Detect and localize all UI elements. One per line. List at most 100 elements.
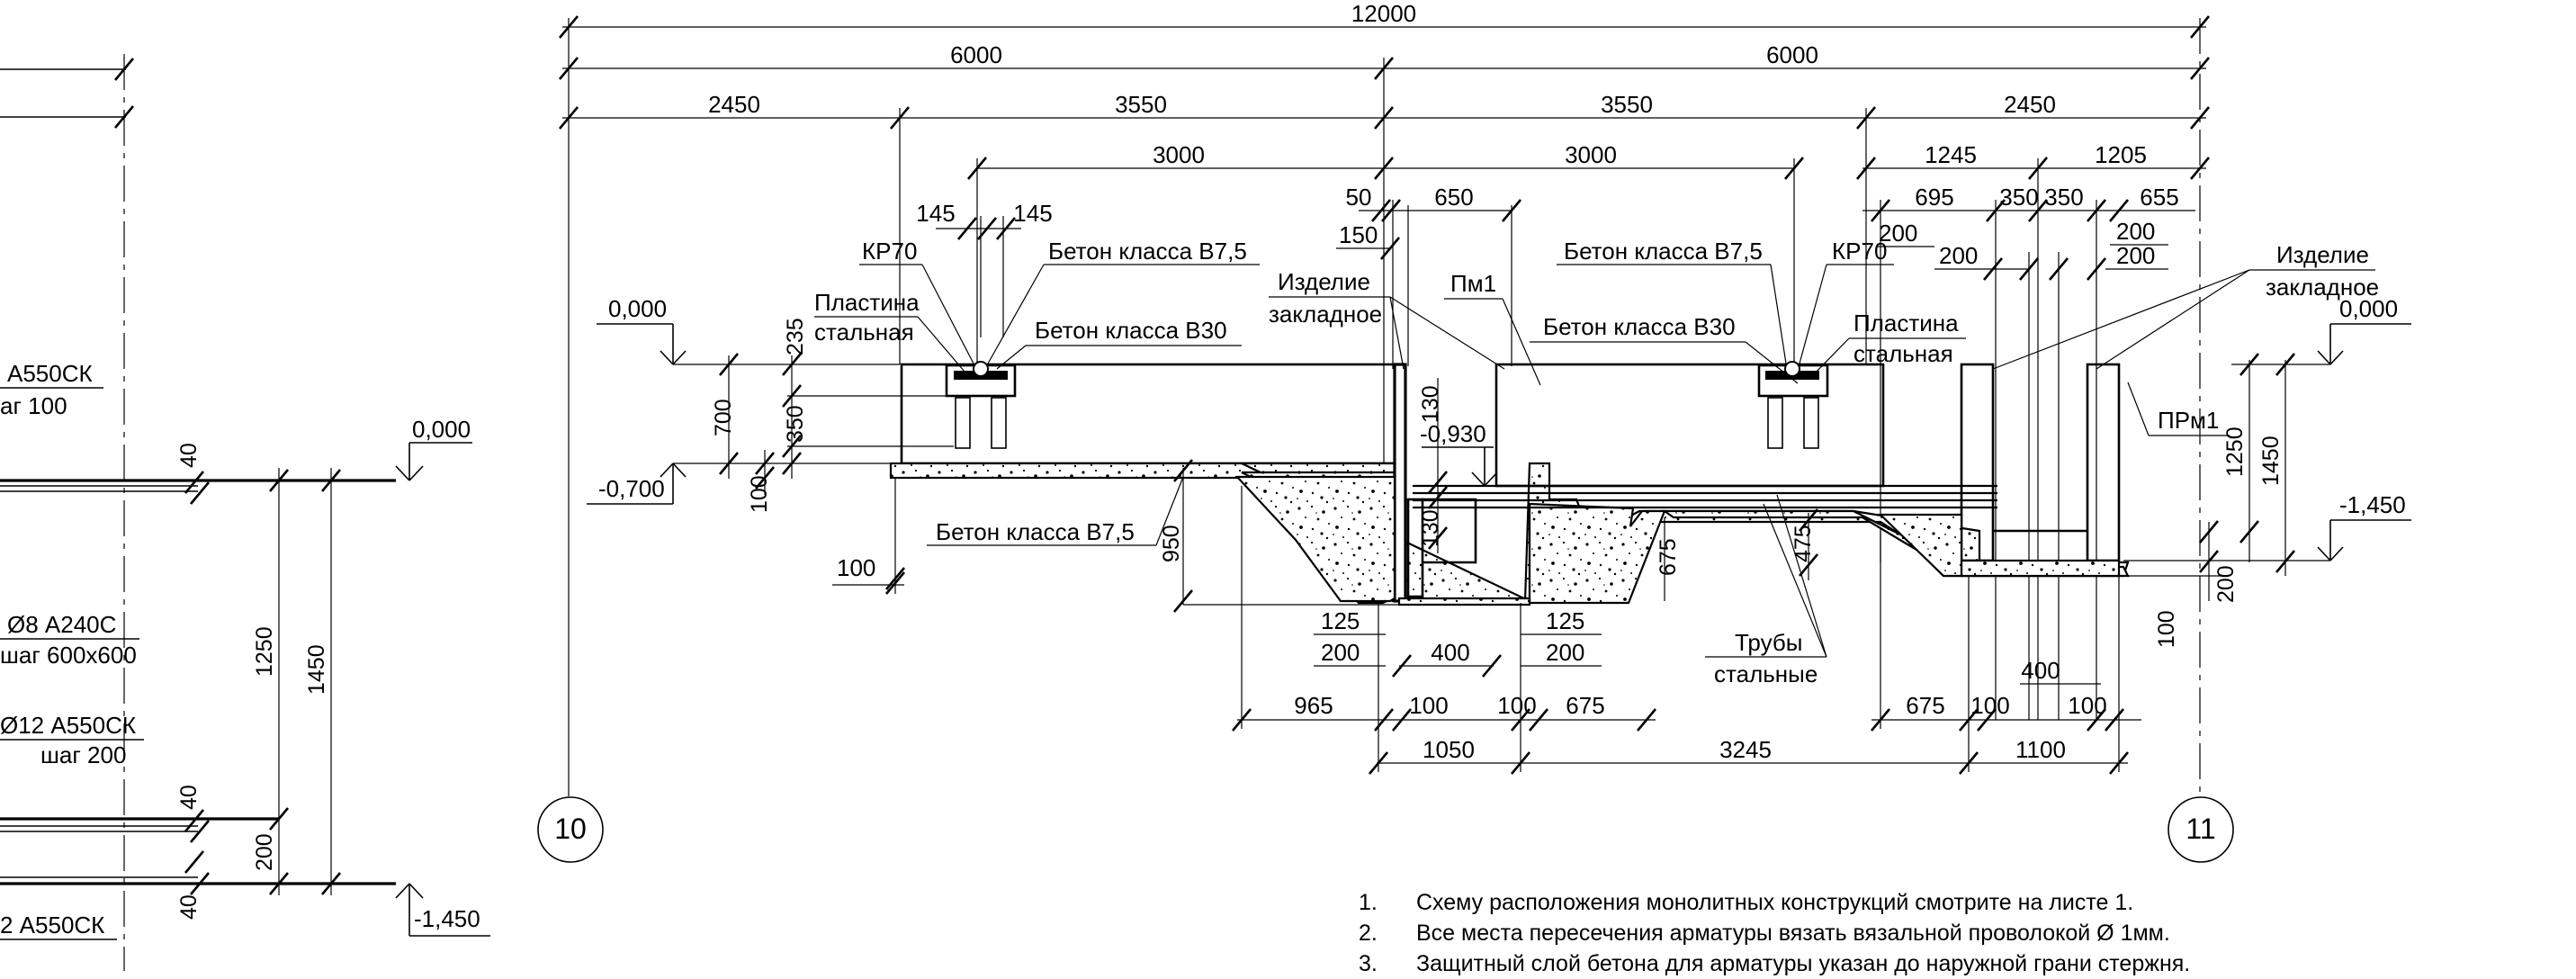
axis-10-bubble — [537, 796, 604, 863]
label-kr70-left: КР70 — [862, 238, 917, 265]
axis-11-label: 11 — [2186, 813, 2215, 845]
dim-655: 655 — [2140, 184, 2178, 211]
label-b30-right: Бетон класса В30 — [1543, 313, 1736, 340]
left-dim-200: 200 — [252, 833, 277, 871]
dim-675-left: 675 — [1566, 692, 1604, 719]
note-1-text: Схему расположения монолитных конструкци… — [1416, 890, 2134, 915]
label-embed-left-2: закладное — [1269, 301, 1382, 328]
label-b75-mid-left: Бетон класса В7,5 — [936, 518, 1135, 545]
dim-400-left: 400 — [1431, 639, 1469, 666]
left-level-top: 0,000 — [412, 416, 471, 443]
left-rebar2-line2: шаг 600х600 — [0, 642, 137, 669]
label-pm1: Пм1 — [1450, 270, 1496, 297]
upper-detail-dims: 145 145 50 650 150 695 350 350 655 200 — [916, 184, 2195, 720]
level-minus-1450-right: -1,450 — [2339, 491, 2406, 518]
axes: 10 11 — [537, 18, 2234, 863]
dim-2450-right: 2450 — [2004, 91, 2056, 118]
left-dim-40-mid: 40 — [176, 785, 202, 810]
label-prm1: ПРм1 — [2158, 407, 2219, 434]
dim-1050: 1050 — [1423, 736, 1475, 763]
dim-200-right: 200 — [2213, 565, 2239, 603]
dim-3000-left: 3000 — [1153, 141, 1205, 168]
dim-200-a: 200 — [1879, 220, 1917, 247]
bottom-dims: 125 200 400 125 200 965 100 100 675 675 … — [1232, 486, 2141, 775]
dim-100-c: 100 — [1970, 692, 2009, 719]
dim-145-right: 145 — [1013, 200, 1052, 227]
note-2-number: 2. — [1359, 921, 1378, 946]
dim-350: 350 — [783, 405, 808, 443]
level-0000-left: 0,000 — [608, 295, 667, 322]
dim-675-right: 675 — [1906, 692, 1944, 719]
axis-10-label: 10 — [554, 813, 587, 845]
dim-200-d: 200 — [2116, 242, 2155, 269]
level-marks: 0,000 -0,700 -0,930 0,000 -1,450 — [587, 295, 2411, 561]
dim-400-right: 400 — [2021, 657, 2060, 684]
dim-100-right: 100 — [2154, 610, 2179, 648]
dim-100-left: 100 — [837, 554, 875, 581]
note-3: 3. Защитный слой бетона для арматуры ука… — [1359, 948, 2528, 979]
dim-1245: 1245 — [1925, 141, 1977, 168]
left-dim-40-top: 40 — [176, 443, 202, 468]
label-b30-left: Бетон класса В30 — [1035, 317, 1227, 344]
dim-950: 950 — [1159, 525, 1184, 562]
axis-11-bubble — [2168, 796, 2234, 863]
dim-235: 235 — [783, 318, 808, 355]
dim-965: 965 — [1294, 692, 1333, 719]
dim-12000: 12000 — [1351, 0, 1416, 27]
dim-100-b: 100 — [1497, 692, 1536, 719]
dim-150: 150 — [1339, 221, 1378, 248]
dim-1100: 1100 — [2015, 736, 2066, 763]
note-2-text: Все места пересечения арматуры вязать вя… — [1416, 921, 2170, 946]
label-pipes-1: Трубы — [1735, 629, 1802, 656]
level-minus-0700: -0,700 — [598, 475, 665, 502]
dim-100-d: 100 — [2068, 692, 2106, 719]
level-0000-right: 0,000 — [2339, 295, 2398, 322]
dim-475: 475 — [1791, 525, 1816, 562]
dim-650: 650 — [1434, 184, 1473, 211]
dim-200-b: 200 — [1939, 242, 1978, 269]
dim-6000-right: 6000 — [1766, 41, 1818, 68]
top-dimension-chains: 12000 6000 6000 2450 3550 3550 2450 3000… — [559, 0, 2210, 720]
note-2: 2. Все места пересечения арматуры вязать… — [1359, 918, 2528, 948]
label-plate-right-2: стальная — [1853, 340, 1953, 367]
dim-125-left: 125 — [1321, 607, 1360, 634]
dim-675-vert: 675 — [1656, 538, 1681, 576]
label-embed-left-1: Изделие — [1278, 268, 1370, 295]
dim-1450-right: 1450 — [2258, 436, 2284, 486]
note-1: 1. Схему расположения монолитных констру… — [1359, 887, 2528, 918]
side-dims: 235 350 700 100 100 950 130 130 675 475 — [711, 318, 2295, 648]
left-dim-1250: 1250 — [252, 626, 277, 677]
left-dim-40-bot: 40 — [176, 894, 202, 920]
dim-100-a: 100 — [1409, 692, 1448, 719]
dim-695: 695 — [1915, 184, 1953, 211]
left-rebar1-line2: аг 100 — [0, 392, 67, 419]
dim-350-right: 350 — [2044, 184, 2083, 211]
dim-700: 700 — [711, 399, 736, 436]
label-plate-left-2: стальная — [814, 319, 914, 346]
label-b75-top-left: Бетон класса В7,5 — [1048, 238, 1247, 265]
dim-350-left: 350 — [1999, 184, 2038, 211]
dim-200-right-low: 200 — [1546, 639, 1584, 666]
dim-125-right: 125 — [1546, 607, 1584, 634]
note-3-text: Защитный слой бетона для арматуры указан… — [1416, 951, 2191, 976]
left-rebar1-line1: А550СК — [7, 360, 93, 387]
section-structure — [889, 361, 2130, 606]
note-3-number: 3. — [1359, 951, 1378, 976]
dim-130-bot: 130 — [1418, 509, 1443, 547]
left-level-bottom: -1,450 — [414, 905, 480, 932]
dim-3550-left: 3550 — [1115, 91, 1167, 118]
left-rebar3-line1: Ø12 А550СК — [0, 712, 136, 739]
label-kr70-right: КР70 — [1832, 238, 1887, 265]
left-detail: А550СК аг 100 40 0,000 Ø8 А240С шаг 600х… — [0, 54, 490, 971]
label-embed-right-1: Изделие — [2276, 241, 2369, 268]
label-b75-top-right: Бетон класса В7,5 — [1564, 238, 1763, 265]
label-embed-right-2: закладное — [2266, 274, 2379, 301]
dim-3550-right: 3550 — [1601, 91, 1653, 118]
dim-3000-right: 3000 — [1565, 141, 1617, 168]
level-minus-0930: -0,930 — [1420, 420, 1486, 447]
dim-130-top: 130 — [1418, 385, 1443, 423]
dim-2450-left: 2450 — [708, 91, 760, 118]
left-rebar4: 2 А550СК — [0, 912, 104, 939]
label-pipes-2: стальные — [1714, 660, 1818, 687]
